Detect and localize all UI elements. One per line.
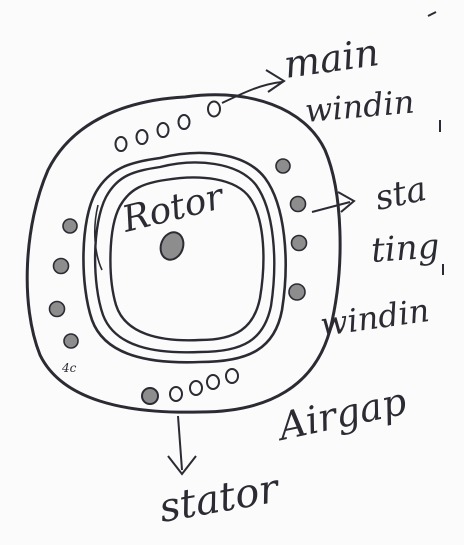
main-winding-slot: [158, 123, 169, 137]
main-winding-slot: [116, 137, 127, 151]
airgap-label: Airgap: [272, 379, 410, 449]
main-winding-label-line2: windin: [303, 83, 415, 130]
rotor-label: Rotor: [117, 176, 229, 241]
main-winding-arrowhead: [266, 70, 284, 92]
main-winding-slot: [190, 381, 202, 395]
main-winding-label-line1: main: [281, 30, 382, 87]
rotor-shaft: [157, 229, 187, 263]
starting-winding-slot: [63, 219, 77, 233]
starting-winding-label-line1: sta: [372, 169, 431, 219]
stator-label: stator: [156, 465, 285, 532]
stator-arrow: [178, 416, 182, 470]
tick-mark: [428, 12, 436, 16]
main-winding-slot-filled: [142, 388, 158, 404]
main-winding-slot: [208, 102, 220, 117]
small-mark-label: 4c: [61, 361, 77, 375]
starting-winding-slot: [54, 259, 69, 274]
main-winding-slot: [179, 115, 190, 129]
starting-winding-arrowhead: [338, 192, 354, 212]
main-winding-slot: [137, 130, 148, 144]
main-winding-slot: [170, 387, 182, 401]
starting-winding-slot: [64, 334, 78, 348]
starting-winding-slot: [291, 197, 306, 212]
main-winding-slot: [207, 375, 219, 389]
starting-winding-slot: [50, 302, 65, 317]
starting-winding-slot: [276, 159, 290, 173]
starting-winding-slot: [289, 284, 305, 300]
starting-winding-slot: [292, 236, 307, 251]
starting-winding-label-line2: ting: [370, 226, 441, 271]
main-winding-slot: [226, 369, 238, 383]
